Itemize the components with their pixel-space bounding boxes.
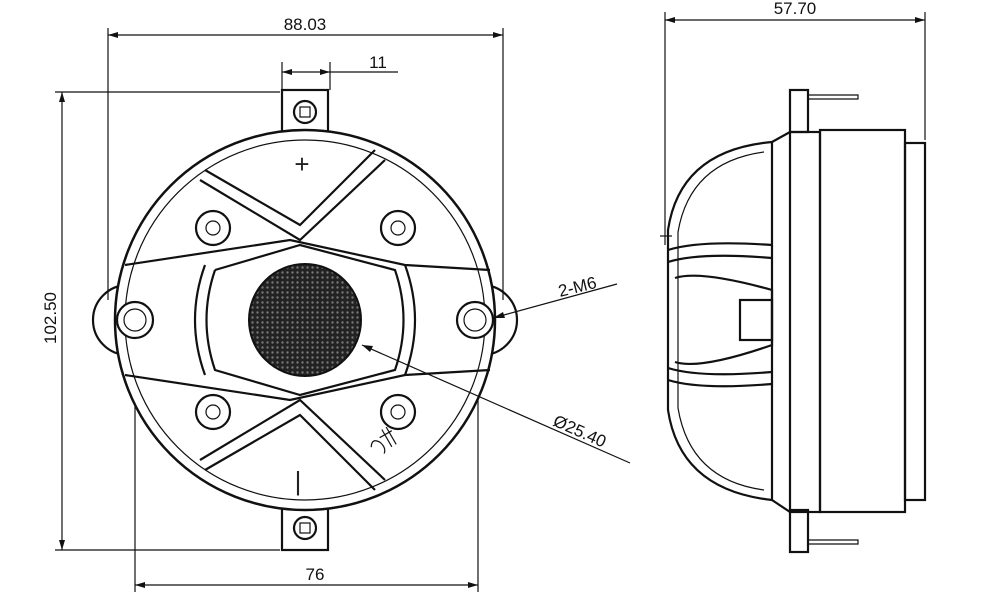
dimension-label: Ø25.40 [550, 411, 609, 451]
dimension-overall-height: 102.50 [41, 91, 280, 551]
right-mount-ear [445, 283, 519, 357]
dimension-tab-width: 11 [281, 53, 398, 90]
screw-icon [379, 209, 417, 247]
dimension-label: 102.50 [41, 292, 60, 344]
top-terminal-tab [280, 88, 330, 134]
positive-polarity-mark: + [294, 149, 309, 179]
brand-logo-icon [370, 426, 397, 454]
dimension-label: 76 [306, 565, 325, 584]
dome-grille [248, 263, 362, 377]
left-mount-ear [91, 283, 165, 357]
screw-icon [194, 393, 232, 431]
dimension-depth: 57.70 [664, 0, 926, 245]
bottom-terminal-tab [280, 506, 330, 552]
dimension-label: 11 [369, 53, 387, 72]
front-cap [666, 140, 774, 502]
front-view: + | [91, 88, 519, 552]
top-terminal [788, 88, 810, 134]
screw-icon [194, 209, 232, 247]
side-view [660, 88, 927, 554]
housing [818, 128, 907, 514]
dimension-label: 57.70 [774, 0, 817, 18]
bottom-terminal [788, 508, 810, 554]
dimension-mount-spacing: 76 [134, 380, 479, 592]
dimension-label: 88.03 [284, 15, 327, 34]
dimension-label: 2-M6 [556, 273, 598, 301]
callout-mount-holes: 2-M6 [492, 273, 618, 319]
screw-icon [379, 393, 417, 431]
dimension-overall-width: 88.03 [107, 15, 504, 300]
flange [788, 130, 822, 514]
negative-polarity-mark: | [295, 466, 302, 496]
rear-magnet [903, 141, 927, 502]
